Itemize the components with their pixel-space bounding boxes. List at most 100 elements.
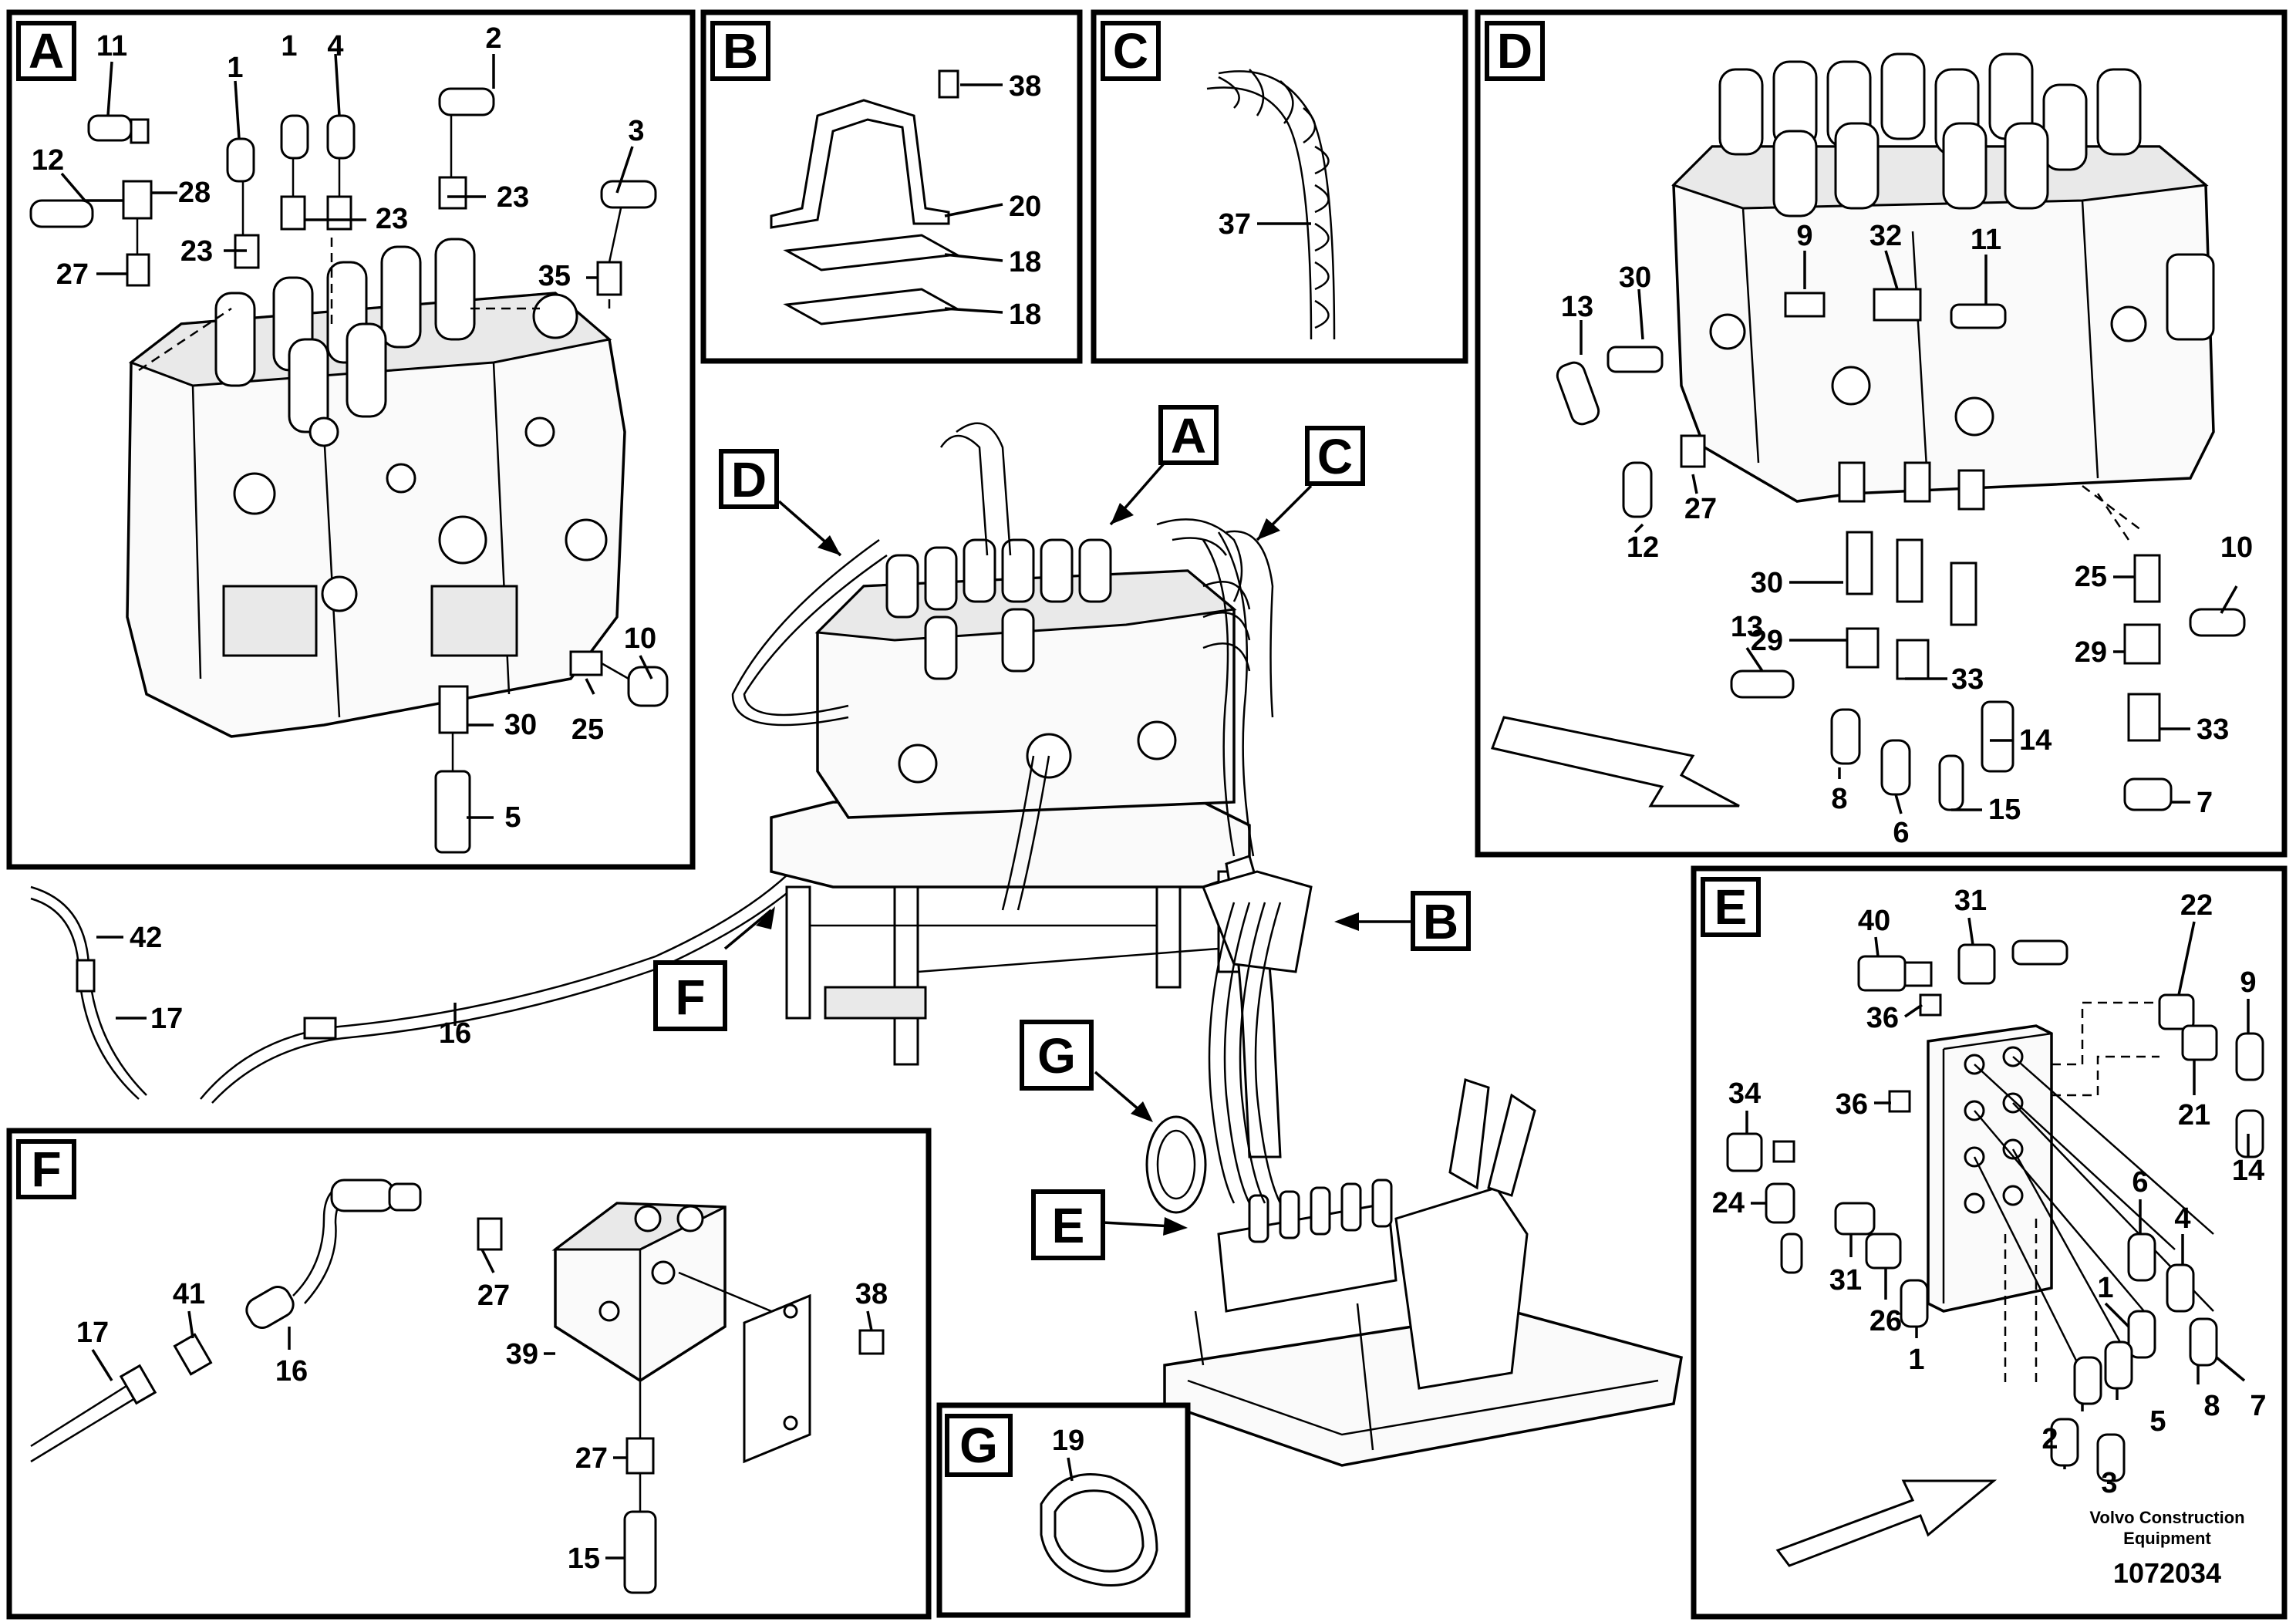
callout-e-1b: 1	[2097, 1272, 2113, 1304]
drawing-number: 1072034	[2113, 1557, 2221, 1589]
callout-d-8: 8	[1831, 783, 1847, 815]
callout-main-16: 16	[439, 1017, 471, 1050]
callout-f-38: 38	[855, 1278, 888, 1310]
callout-f-41: 41	[173, 1278, 205, 1310]
callout-d-25: 25	[2075, 561, 2107, 593]
panel-c-label: C	[1113, 23, 1148, 79]
panel-c: C 37	[1091, 9, 1468, 364]
panel-e: E	[1691, 865, 2288, 1620]
panel-a-label: A	[29, 23, 64, 79]
callout-d-14: 14	[2019, 724, 2052, 757]
callout-d-11: 11	[1971, 224, 2001, 256]
panel-f: F	[6, 1128, 932, 1620]
callout-a-23a: 23	[180, 235, 213, 268]
callout-a-4: 4	[327, 30, 343, 62]
callout-b-18b: 18	[1009, 298, 1041, 331]
main-tag-g: G	[1020, 1020, 1153, 1122]
main-tag-e: E	[1031, 1189, 1188, 1260]
callout-f-16: 16	[275, 1355, 308, 1388]
callout-a-10: 10	[624, 622, 656, 655]
callout-e-8: 8	[2203, 1390, 2220, 1422]
callout-f-27b: 27	[575, 1442, 608, 1475]
callout-a-35: 35	[538, 260, 571, 292]
svg-text:F: F	[675, 969, 705, 1025]
callout-a-1: 1	[281, 30, 297, 62]
callout-e-40: 40	[1858, 905, 1890, 937]
callout-e-36b: 36	[1836, 1088, 1868, 1121]
callout-d-12: 12	[1627, 531, 1659, 564]
svg-text:D: D	[731, 452, 767, 508]
callout-d-33a: 33	[1951, 663, 1984, 696]
callout-b-18a: 18	[1009, 246, 1041, 278]
callout-d-9: 9	[1796, 220, 1812, 252]
callout-e-26: 26	[1870, 1305, 1902, 1337]
main-tag-c: C	[1256, 426, 1365, 541]
callout-e-4: 4	[2174, 1202, 2190, 1235]
callout-b-38: 38	[1009, 70, 1041, 103]
main-tag-d: D	[719, 449, 842, 557]
panel-g-label: G	[959, 1418, 998, 1473]
callout-e-6: 6	[2132, 1166, 2148, 1199]
svg-text:E: E	[1052, 1198, 1085, 1253]
callout-d-27: 27	[1684, 493, 1717, 525]
callout-e-2: 2	[2041, 1423, 2058, 1455]
callout-d-33b: 33	[2197, 713, 2229, 746]
callout-e-21: 21	[2178, 1099, 2210, 1131]
panel-e-label: E	[1714, 879, 1748, 935]
callout-a-25: 25	[571, 713, 604, 746]
panel-d: D	[1475, 9, 2288, 858]
callout-e-31a: 31	[1954, 885, 1987, 917]
panel-g: G 19	[936, 1402, 1191, 1618]
callout-e-36a: 36	[1866, 1002, 1899, 1034]
svg-text:B: B	[1423, 894, 1458, 949]
callout-f-15: 15	[568, 1543, 600, 1575]
callout-a-23c: 23	[497, 181, 529, 214]
panel-f-label: F	[31, 1141, 61, 1197]
callout-e-24: 24	[1712, 1187, 1745, 1219]
callout-d-30a: 30	[1619, 261, 1651, 294]
callout-a-5: 5	[504, 801, 521, 834]
callout-c-37: 37	[1219, 208, 1251, 241]
callout-e-7: 7	[2250, 1390, 2266, 1422]
callout-a-2: 2	[485, 22, 501, 55]
callout-d-6: 6	[1893, 817, 1909, 849]
callout-main-42: 42	[130, 922, 162, 954]
svg-text:A: A	[1171, 408, 1206, 464]
callout-main-17: 17	[150, 1003, 183, 1035]
panel-b-label: B	[723, 23, 758, 79]
callout-d-10: 10	[2220, 531, 2253, 564]
callout-e-14: 14	[2232, 1155, 2264, 1187]
brand-line-2: Equipment	[2123, 1529, 2211, 1548]
callout-a-3: 3	[628, 115, 644, 147]
callout-f-27a: 27	[477, 1280, 510, 1312]
callout-d-13b: 13	[1731, 611, 1763, 643]
callout-d-32: 32	[1870, 220, 1902, 252]
callout-a-30: 30	[504, 709, 537, 741]
callout-e-9: 9	[2240, 966, 2256, 999]
main-tag-b: B	[1334, 891, 1471, 951]
callout-d-15: 15	[1988, 794, 2021, 826]
callout-a-27: 27	[56, 258, 89, 291]
svg-text:C: C	[1317, 429, 1353, 484]
panel-a: A	[6, 9, 696, 870]
main-tag-f: F	[653, 906, 775, 1031]
callout-f-39: 39	[506, 1338, 538, 1371]
main-assembly: 42 17 16	[30, 405, 1683, 1467]
callout-e-5: 5	[2149, 1405, 2166, 1438]
callout-a-28: 28	[178, 177, 211, 209]
callout-e-31b: 31	[1829, 1264, 1862, 1297]
callout-a-11: 11	[96, 30, 127, 62]
panel-b: B 38 20 18 18	[700, 9, 1083, 364]
svg-text:G: G	[1037, 1028, 1076, 1084]
callout-f-17: 17	[76, 1317, 109, 1349]
callout-e-22: 22	[2180, 889, 2213, 922]
callout-d-29b: 29	[2075, 636, 2107, 669]
callout-e-34: 34	[1728, 1077, 1761, 1110]
callout-a-23b: 23	[376, 203, 408, 235]
main-tag-a: A	[1109, 405, 1219, 526]
callout-b-20: 20	[1009, 191, 1041, 223]
panel-d-label: D	[1497, 23, 1532, 79]
callout-e-1a: 1	[1908, 1344, 1924, 1376]
callout-g-19: 19	[1052, 1425, 1084, 1457]
